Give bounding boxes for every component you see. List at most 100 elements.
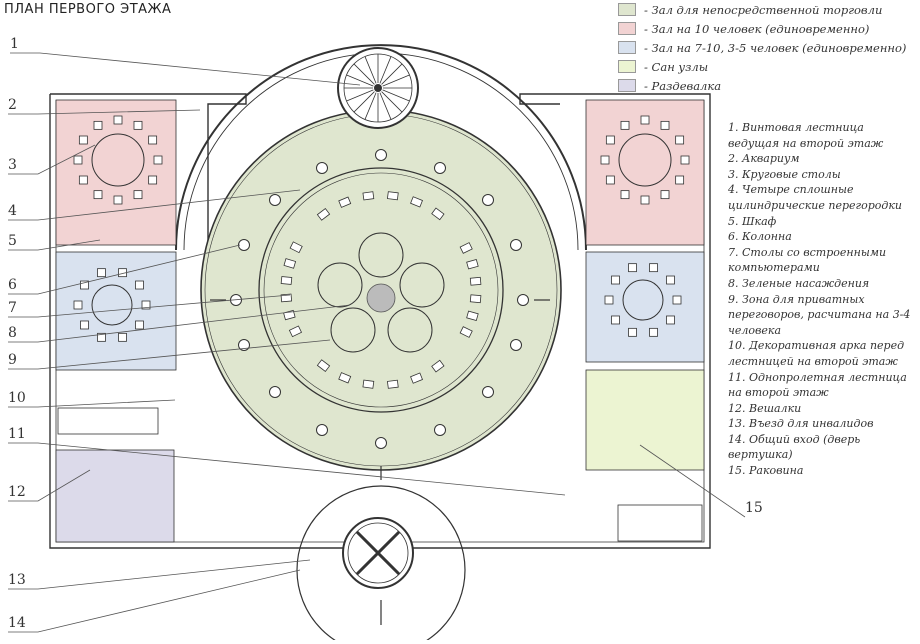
callout-leader: [8, 304, 351, 343]
callout-leader: [8, 569, 301, 633]
stair-step: [353, 91, 375, 113]
column: [316, 162, 328, 174]
column: [238, 239, 250, 251]
chair: [620, 190, 630, 200]
chair: [604, 295, 614, 305]
chair: [73, 155, 83, 165]
stair-step: [379, 92, 392, 120]
column: [517, 294, 529, 306]
cylinder-partition: [387, 307, 433, 353]
computer-table: [431, 359, 445, 373]
chair: [640, 195, 650, 205]
chair: [660, 120, 670, 130]
note-item: 4. Четыре сплошные цилиндрические перего…: [728, 183, 902, 212]
callout-leader: [8, 399, 176, 408]
legend-label: - Зал на 7-10, 3-5 человек (единовременн…: [644, 40, 907, 55]
note-item: 5. Шкаф: [728, 214, 777, 228]
tables-group: [73, 115, 690, 389]
stair-step: [346, 74, 374, 87]
pink-hall-right: [585, 99, 705, 246]
chair: [97, 268, 106, 278]
round-table-ring: [91, 133, 145, 187]
callout-number: 11: [8, 426, 26, 442]
callout-leader: [8, 294, 291, 318]
column: [510, 339, 522, 351]
stair-step: [353, 63, 375, 85]
stair-step: [364, 92, 377, 120]
chair: [93, 120, 103, 130]
note-item: 15. Раковина: [728, 464, 804, 478]
note-item: 1. Винтовая лестница ведущая на второй э…: [728, 121, 884, 150]
notes-list: 1. Винтовая лестница ведущая на второй э…: [728, 120, 918, 479]
entrance-porch: [296, 485, 466, 644]
computer-table: [289, 241, 303, 254]
chair: [135, 320, 144, 330]
column: [510, 239, 522, 251]
round-table-ring: [618, 133, 672, 187]
computer-table: [469, 276, 482, 286]
legend-swatch: [618, 79, 636, 92]
callout-number: 14: [8, 615, 26, 631]
computer-table: [410, 372, 423, 384]
column: [482, 194, 494, 206]
callout-leader: [8, 144, 96, 175]
computer-table: [338, 196, 352, 208]
computer-table: [362, 191, 375, 201]
stair-step: [346, 89, 374, 102]
computer-table: [316, 208, 331, 221]
callout-number: 4: [8, 203, 17, 219]
callout-number: 5: [8, 233, 17, 249]
chair: [649, 263, 658, 273]
chair: [611, 315, 620, 325]
legend-item: - Сан узлы: [618, 57, 906, 76]
stair-step: [382, 89, 410, 102]
legend: - Зал для непосредственной торговли - Зал…: [618, 0, 906, 95]
computer-table: [338, 372, 352, 384]
cylinder-partition: [358, 232, 404, 278]
callout-leader: [8, 244, 241, 295]
stair-step: [364, 56, 377, 84]
note-item: 9. Зона для приватных переговоров, расчи…: [728, 292, 911, 337]
computer-table: [283, 258, 297, 269]
chair: [135, 280, 144, 290]
note-item: 12. Вешалки: [728, 401, 802, 415]
chair: [73, 300, 83, 310]
note-item: 2. Аквариум: [728, 152, 800, 166]
callout-leader: [10, 52, 361, 86]
stair-step: [381, 91, 403, 113]
column: [316, 424, 328, 436]
computer-table: [469, 294, 482, 304]
cylinder-partition: [399, 262, 445, 308]
chair: [680, 155, 690, 165]
legend-item: - Зал на 7-10, 3-5 человек (единовременн…: [618, 38, 906, 57]
chair: [628, 263, 637, 273]
computer-table: [386, 191, 399, 201]
callout-number: 6: [8, 277, 17, 293]
legend-item: - Зал на 10 человек (единовременно): [618, 19, 906, 38]
chair: [133, 120, 143, 130]
callout-leader: [8, 442, 566, 496]
cylinder-partition: [317, 262, 363, 308]
blue-hall-right: [585, 251, 705, 363]
computer-table: [410, 196, 423, 208]
chair: [649, 327, 658, 337]
column: [375, 149, 387, 161]
legend-label: - Раздевалка: [644, 78, 722, 93]
callout-number: 13: [8, 572, 26, 588]
stair-step: [379, 56, 392, 84]
chair: [672, 295, 682, 305]
glass-cylinders-group: [317, 232, 445, 353]
legend-swatch: [618, 22, 636, 35]
chair: [148, 175, 158, 185]
chair: [640, 115, 650, 125]
callout-number: 1: [10, 36, 19, 52]
cylinder-partition: [330, 307, 376, 353]
chair: [153, 155, 163, 165]
computer-table: [280, 276, 293, 285]
callout-leader: [639, 444, 746, 518]
legend-label: - Зал для непосредственной торговли: [644, 2, 883, 17]
callout-number: 2: [8, 97, 17, 113]
note-item: 6. Колонна: [728, 230, 792, 244]
page-title: ПЛАН ПЕРВОГО ЭТАЖА: [4, 2, 172, 17]
